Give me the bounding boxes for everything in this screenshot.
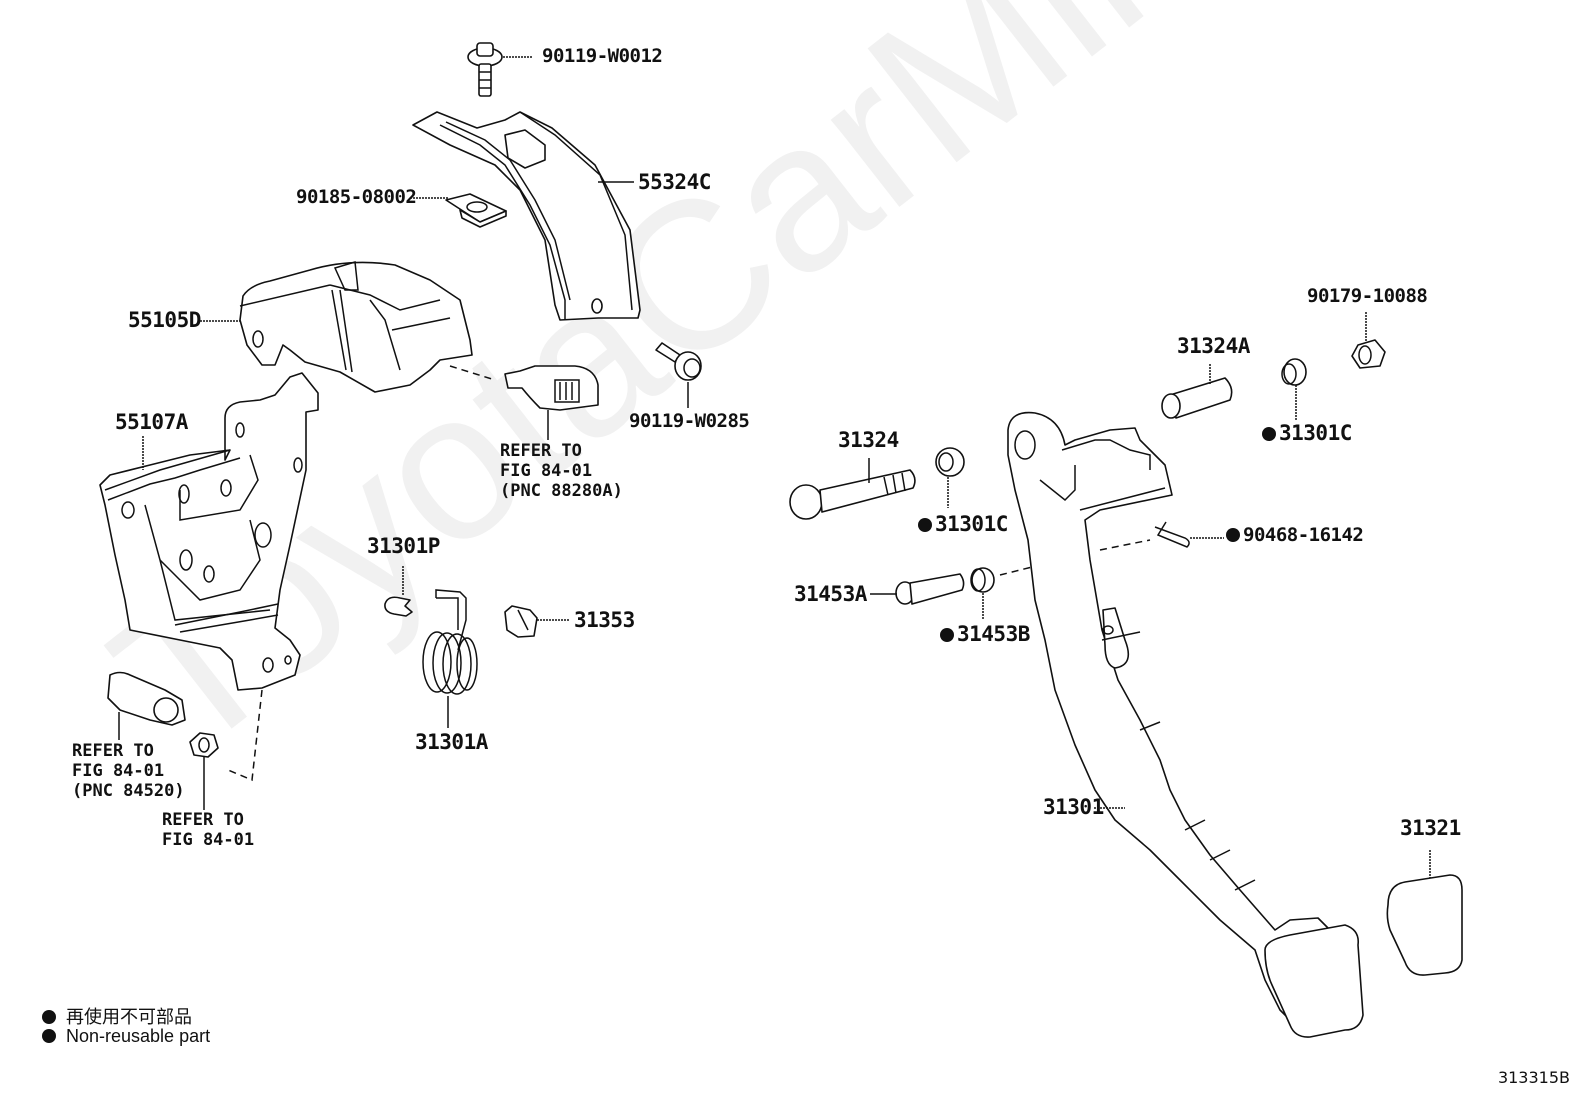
legend-japanese: 再使用不可部品 <box>42 1003 192 1029</box>
non-reusable-marker-icon <box>918 518 932 532</box>
part-label-31301P[interactable]: 31301P <box>367 534 440 558</box>
part-label-90179-10088[interactable]: 90179-10088 <box>1307 285 1428 307</box>
part-number: 31301C <box>1279 421 1352 445</box>
part-label-31301C-left[interactable]: 31301C <box>918 512 1008 536</box>
part-label-31321[interactable]: 31321 <box>1400 816 1461 840</box>
non-reusable-marker-icon <box>1226 528 1240 542</box>
cushion-31353-drawing[interactable] <box>504 605 538 638</box>
non-reusable-marker-icon <box>1262 427 1276 441</box>
legend-text: Non-reusable part <box>66 1026 211 1046</box>
part-number: 90119-W0012 <box>542 45 663 67</box>
clip-nut-90185-08002-drawing[interactable] <box>445 193 507 228</box>
part-number: 90119-W0285 <box>629 410 750 432</box>
part-label-31353[interactable]: 31353 <box>574 608 635 632</box>
part-number: 31301A <box>415 730 488 754</box>
part-label-31453A[interactable]: 31453A <box>794 582 867 606</box>
part-label-55324C[interactable]: 55324C <box>638 170 711 194</box>
part-number: 55324C <box>638 170 711 194</box>
part-label-90119-W0012[interactable]: 90119-W0012 <box>542 45 663 67</box>
clutch-switch-drawing[interactable] <box>107 671 186 726</box>
clevis-pin-31453A-drawing[interactable] <box>895 573 965 605</box>
part-label-90119-W0285[interactable]: 90119-W0285 <box>629 410 750 432</box>
clip-31301P-drawing[interactable] <box>384 596 413 617</box>
nut-90179-10088-drawing[interactable] <box>1351 339 1386 369</box>
legend-text: 再使用不可部品 <box>66 1007 192 1027</box>
bolt-90119-W0285-drawing[interactable] <box>655 342 702 381</box>
return-spring-31301A-drawing[interactable] <box>422 589 478 695</box>
part-label-55107A[interactable]: 55107A <box>115 410 188 434</box>
support-bracket-55107A-drawing[interactable] <box>99 372 319 691</box>
part-number: 31301P <box>367 534 440 558</box>
part-label-90185-08002[interactable]: 90185-08002 <box>296 186 417 208</box>
part-label-31453B[interactable]: 31453B <box>940 622 1030 646</box>
part-number: 31301 <box>1043 795 1104 819</box>
reference-note-84520[interactable]: REFER TO FIG 84-01 (PNC 84520) <box>72 741 185 801</box>
collar-31324A-drawing[interactable] <box>1161 377 1233 419</box>
clutch-pedal-31301-drawing[interactable] <box>1007 411 1364 1038</box>
cover-55105D-drawing[interactable] <box>239 261 473 393</box>
part-number: 90179-10088 <box>1307 285 1428 307</box>
pedal-pad-31321-drawing[interactable] <box>1386 874 1463 976</box>
dashed-line <box>1099 539 1151 551</box>
non-reusable-marker-icon <box>42 1029 56 1043</box>
bushing-31301C-right-drawing[interactable] <box>1281 358 1307 386</box>
shaft-bolt-31324-drawing[interactable] <box>789 469 916 520</box>
reference-note-fig-84-01[interactable]: REFER TO FIG 84-01 <box>162 810 255 850</box>
dashed-line <box>227 689 263 782</box>
dashed-line <box>449 365 496 381</box>
figure-id: 313315B <box>1497 1068 1570 1087</box>
part-label-31301A[interactable]: 31301A <box>415 730 488 754</box>
part-number: 31453A <box>794 582 867 606</box>
stop-lamp-switch-drawing[interactable] <box>504 365 599 411</box>
part-label-31301C-right[interactable]: 31301C <box>1262 421 1352 445</box>
reference-note-88280A[interactable]: REFER TO FIG 84-01 (PNC 88280A) <box>500 441 623 501</box>
part-number: 31453B <box>957 622 1030 646</box>
part-label-31324[interactable]: 31324 <box>838 428 899 452</box>
part-number: 55107A <box>115 410 188 434</box>
hex-nut-drawing[interactable] <box>189 732 219 758</box>
part-number: 31301C <box>935 512 1008 536</box>
non-reusable-marker-icon <box>42 1010 56 1024</box>
part-number: 31321 <box>1400 816 1461 840</box>
part-number: 31353 <box>574 608 635 632</box>
part-number: 90468-16142 <box>1243 524 1364 546</box>
part-number: 31324A <box>1177 334 1250 358</box>
part-number: 90185-08002 <box>296 186 417 208</box>
part-label-55105D[interactable]: 55105D <box>128 308 201 332</box>
part-number: 55105D <box>128 308 201 332</box>
part-number: 31324 <box>838 428 899 452</box>
bushing-31453B-drawing[interactable] <box>970 567 995 593</box>
legend-english: Non-reusable part <box>42 1026 210 1047</box>
bolt-90119-W0012-drawing[interactable] <box>467 42 503 97</box>
part-label-31324A[interactable]: 31324A <box>1177 334 1250 358</box>
bracket-55324C-drawing[interactable] <box>412 111 641 321</box>
part-label-90468-16142[interactable]: 90468-16142 <box>1226 524 1364 546</box>
bushing-31301C-left-drawing[interactable] <box>935 447 965 477</box>
clip-90468-16142-drawing[interactable] <box>1154 521 1190 548</box>
non-reusable-marker-icon <box>940 628 954 642</box>
part-label-31301[interactable]: 31301 <box>1043 795 1104 819</box>
